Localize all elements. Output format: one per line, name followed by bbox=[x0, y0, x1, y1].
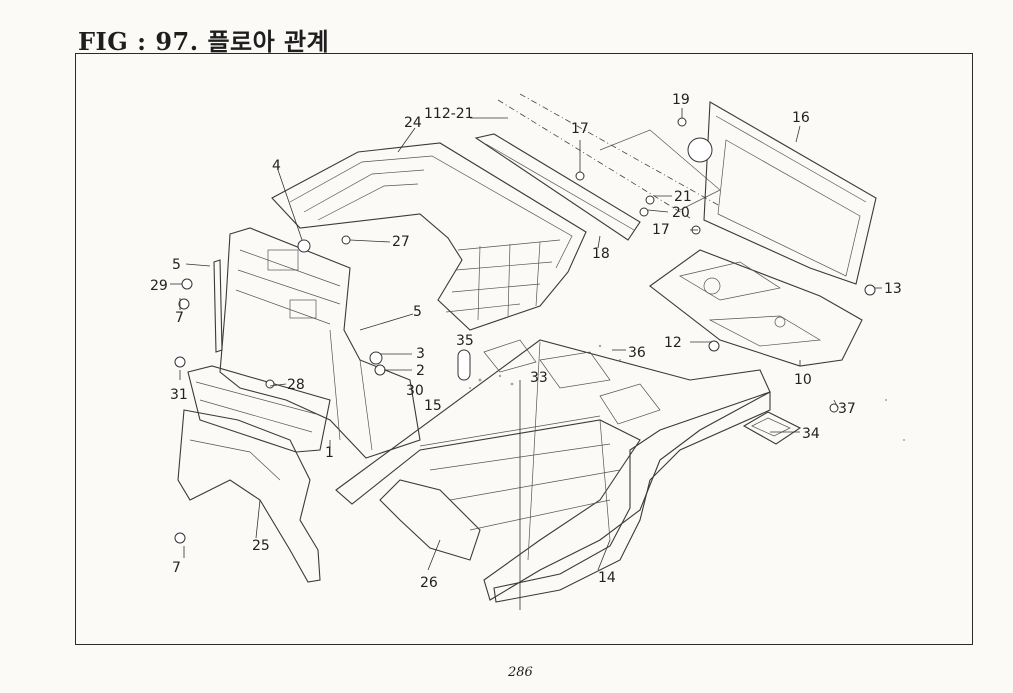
part-14-main-frame bbox=[335, 339, 771, 603]
fasteners bbox=[174, 117, 876, 544]
part-18-rail bbox=[474, 133, 641, 241]
callout-7-second: 7 bbox=[172, 560, 181, 576]
callout-16: 16 bbox=[792, 110, 810, 126]
diagram-frame bbox=[75, 53, 973, 645]
callout-17: 17 bbox=[571, 121, 589, 137]
part-16-rear-panel bbox=[703, 101, 877, 285]
callout-34: 34 bbox=[802, 426, 820, 442]
callout-2: 2 bbox=[416, 363, 425, 379]
callout-7: 7 bbox=[175, 310, 184, 326]
part-34-plate bbox=[742, 411, 802, 445]
callout-5-second: 5 bbox=[413, 304, 422, 320]
callout-35: 35 bbox=[456, 333, 474, 349]
callout-labels: 112-21 24 17 19 16 4 21 20 17 27 18 5 29… bbox=[150, 92, 902, 591]
callout-14: 14 bbox=[598, 570, 616, 586]
callout-26: 26 bbox=[420, 575, 438, 591]
page-number: 286 bbox=[508, 665, 533, 680]
leader-lines bbox=[170, 108, 882, 610]
callout-20: 20 bbox=[672, 205, 690, 221]
part-24-rear-floor-panel bbox=[271, 142, 587, 331]
reference-lines-112-21 bbox=[497, 93, 721, 219]
callout-15: 15 bbox=[424, 398, 442, 414]
part-26-lower-insulator bbox=[379, 479, 481, 561]
callout-31: 31 bbox=[170, 387, 188, 403]
part-31-cowl-panel bbox=[187, 365, 331, 453]
callout-37: 37 bbox=[838, 401, 856, 417]
callout-19: 19 bbox=[672, 92, 690, 108]
callout-112-21: 112-21 bbox=[424, 106, 474, 122]
callout-29: 29 bbox=[150, 278, 168, 294]
callout-5: 5 bbox=[172, 257, 181, 273]
callout-24: 24 bbox=[404, 115, 422, 131]
callout-30: 30 bbox=[406, 383, 424, 399]
scan-specks bbox=[469, 344, 905, 441]
callout-1: 1 bbox=[325, 445, 334, 461]
part-25-insulator bbox=[177, 409, 321, 583]
callout-10: 10 bbox=[794, 372, 812, 388]
callout-4: 4 bbox=[272, 158, 281, 174]
callout-21: 21 bbox=[674, 189, 692, 205]
figure-title: FIG : 97. 플로아 관계 bbox=[78, 27, 330, 56]
callout-12: 12 bbox=[664, 335, 682, 351]
callout-33: 33 bbox=[530, 370, 548, 386]
part-1-dash-panel bbox=[219, 227, 421, 459]
callout-18: 18 bbox=[592, 246, 610, 262]
part-10-front-floor bbox=[649, 249, 863, 367]
part-5-strip bbox=[213, 259, 223, 353]
callout-25: 25 bbox=[252, 538, 270, 554]
callout-3: 3 bbox=[416, 346, 425, 362]
callout-36: 36 bbox=[628, 345, 646, 361]
callout-27: 27 bbox=[392, 234, 410, 250]
callout-17-second: 17 bbox=[652, 222, 670, 238]
callout-13: 13 bbox=[884, 281, 902, 297]
callout-28: 28 bbox=[287, 377, 305, 393]
